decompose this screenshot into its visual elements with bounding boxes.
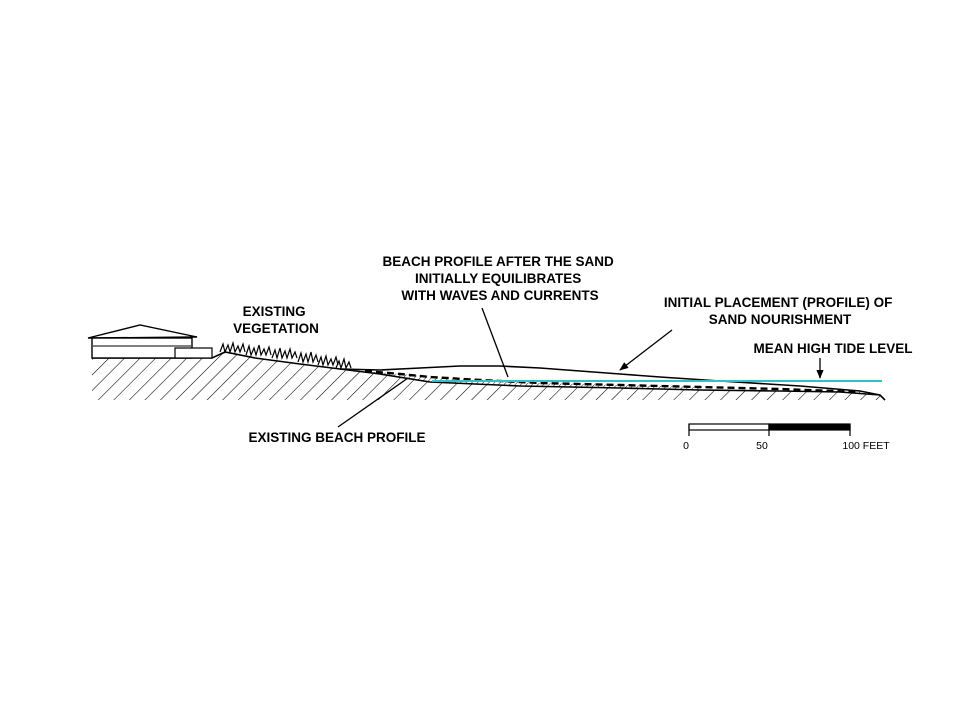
arrow-existing-beach-profile (337, 377, 409, 428)
existing-ground (92, 352, 885, 400)
label-equilibrated-profile: BEACH PROFILE AFTER THE SAND INITIALLY E… (382, 254, 617, 303)
label-mean-high-tide: MEAN HIGH TIDE LEVEL (753, 341, 912, 356)
label-existing-vegetation: EXISTING VEGETATION (233, 304, 319, 336)
scale-tick-0: 0 (683, 440, 689, 452)
equilibrated-profile-dashed (364, 369, 861, 394)
label-initial-placement: INITIAL PLACEMENT (PROFILE) OF SAND NOUR… (664, 295, 896, 327)
scale-tick-50: 50 (756, 440, 768, 452)
arrow-equilibrated-profile (481, 307, 509, 378)
initial-placement-profile (339, 365, 881, 396)
arrow-initial-placement (619, 329, 673, 371)
equilibrated-sand-fill (365, 371, 700, 390)
scale-bar: 0 50 100 FEET (683, 423, 890, 452)
house-icon (87, 324, 213, 359)
vegetation-icon (219, 340, 352, 371)
label-existing-beach-profile: EXISTING BEACH PROFILE (248, 430, 425, 445)
scale-tick-100-feet: 100 FEET (842, 440, 890, 452)
